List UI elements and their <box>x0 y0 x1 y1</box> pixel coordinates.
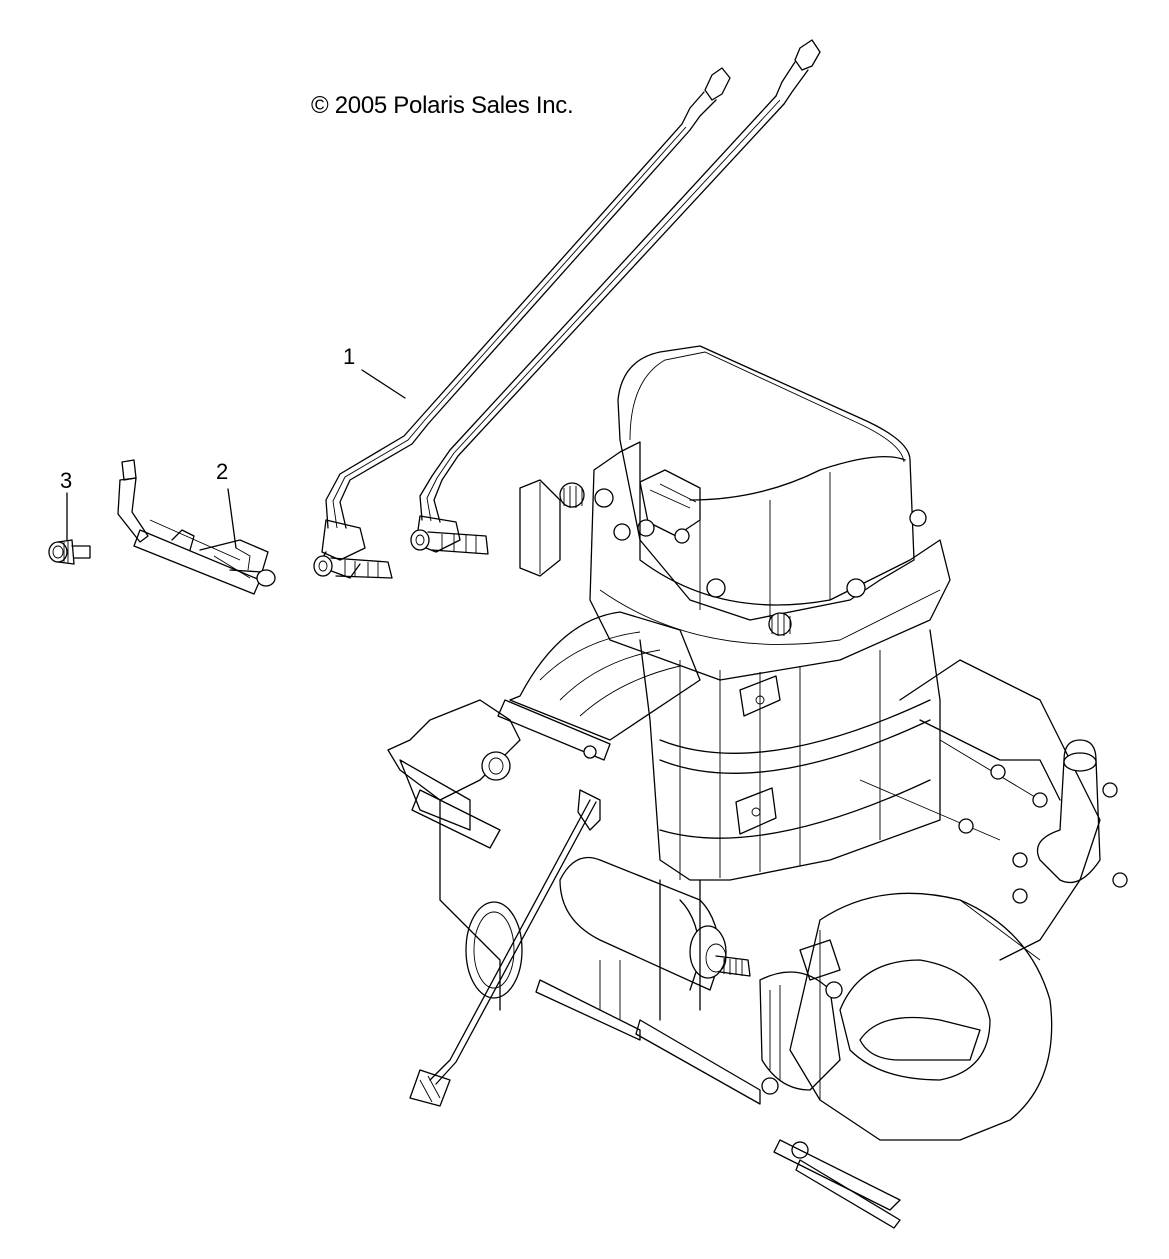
bolt[interactable] <box>48 539 91 565</box>
callout-label-1[interactable]: 1 <box>343 344 356 369</box>
starter-cable <box>429 799 591 1081</box>
fuel-rail-bracket[interactable] <box>117 459 276 595</box>
crankcase-left <box>387 699 521 801</box>
leader-line-2 <box>227 488 237 549</box>
clutch-housing <box>789 892 1053 1141</box>
copyright-text: © 2005 Polaris Sales Inc. <box>311 92 574 119</box>
leader-line-1 <box>361 369 406 399</box>
water-elbow <box>1036 739 1101 884</box>
fuel-line-2[interactable] <box>410 39 821 555</box>
valve-cover <box>617 345 915 621</box>
engine-assembly <box>387 345 1128 1229</box>
callout-label-2[interactable]: 2 <box>216 459 229 484</box>
intake-boot <box>509 611 701 741</box>
fuel-line-1[interactable] <box>313 67 731 579</box>
callout-label-3[interactable]: 3 <box>60 468 73 493</box>
